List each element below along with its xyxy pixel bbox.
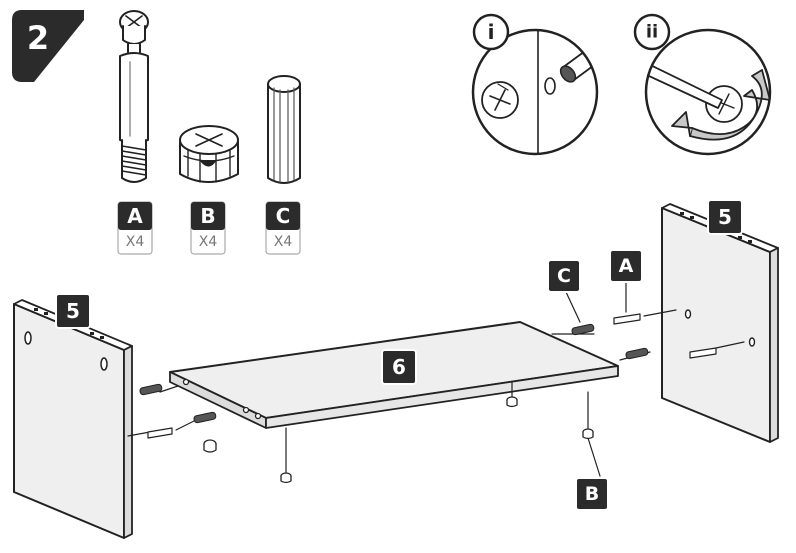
insert-bolt-icon — [481, 30, 597, 154]
part-quantity: X4 — [126, 234, 145, 250]
part-label-b: B X4 — [190, 201, 226, 255]
part-quantity: X4 — [199, 234, 218, 250]
callout-letter: A — [619, 255, 634, 277]
callout-letter: C — [557, 265, 571, 287]
step-number: 2 — [27, 19, 49, 57]
callout-b: B — [575, 477, 609, 511]
part-quantity: X4 — [274, 234, 293, 250]
screwdriver-turn-icon — [646, 39, 770, 141]
leader-lines — [127, 281, 745, 477]
part-label-c: C X4 — [265, 201, 301, 255]
part-label-a: A X4 — [117, 201, 153, 255]
part-letter: B — [200, 204, 215, 228]
callout-a: A — [609, 249, 643, 283]
callout-letter: B — [585, 483, 599, 505]
callout-c: C — [547, 259, 581, 293]
detail-numeral: i — [488, 20, 495, 44]
cam-lock-icon — [179, 125, 239, 183]
detail-circle-i: i — [471, 13, 599, 156]
shelf-panel: 6 — [169, 321, 619, 429]
panel-number: 5 — [66, 299, 80, 323]
dowel-icon — [267, 75, 301, 184]
part-letter: A — [127, 204, 143, 228]
hardware-cam-locks — [203, 396, 594, 484]
hardware-cam-bolts — [147, 313, 717, 439]
part-letter: C — [276, 204, 291, 228]
step-badge: 2 — [12, 10, 84, 82]
side-panel-left: 5 — [13, 293, 133, 539]
detail-numeral: ii — [646, 22, 658, 43]
detail-circle-ii: ii — [633, 13, 772, 156]
hardware-dowels — [139, 323, 649, 424]
side-panel-right: 5 — [661, 199, 779, 443]
panel-number: 5 — [718, 205, 732, 229]
panel-number: 6 — [392, 355, 406, 379]
cam-bolt-icon — [119, 10, 149, 183]
